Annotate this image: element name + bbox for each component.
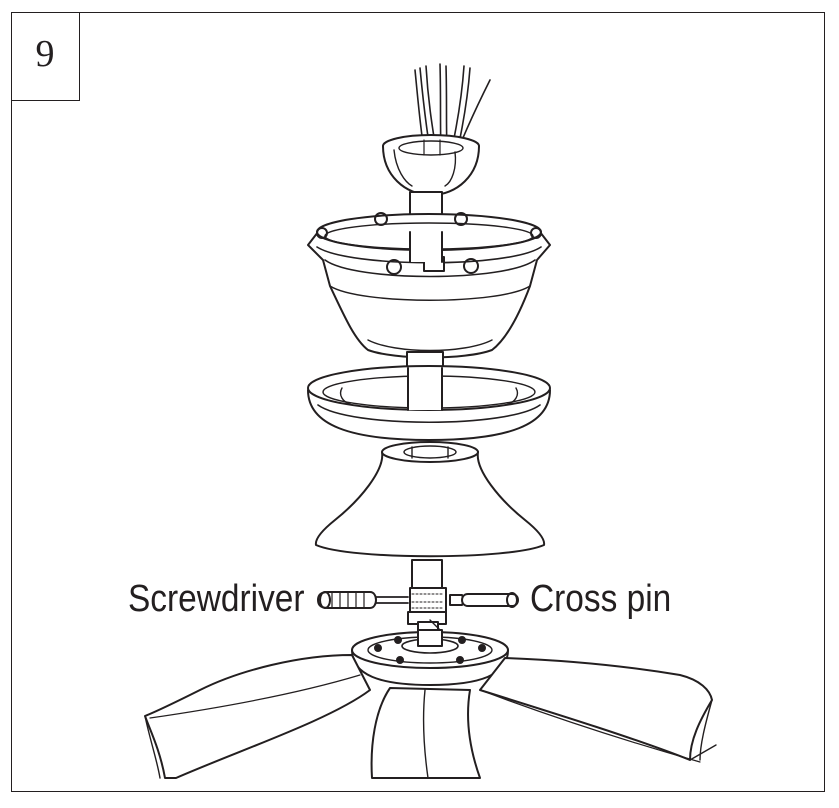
cross-pin-icon: [450, 593, 518, 607]
screwdriver-label: Screwdriver: [128, 578, 305, 620]
canopy-cover-ring: [308, 366, 550, 440]
canopy: [308, 213, 550, 358]
motor-hub: [352, 630, 508, 685]
hanger-ball: [383, 135, 479, 195]
screwdriver-icon: [318, 592, 408, 608]
cross-pin-label: Cross pin: [530, 578, 672, 620]
downrod-lower: [408, 560, 446, 638]
step-number: 9: [11, 12, 80, 101]
diagram-frame: [11, 12, 825, 792]
coupling-cover: [316, 442, 544, 556]
fan-blades: [145, 655, 716, 778]
